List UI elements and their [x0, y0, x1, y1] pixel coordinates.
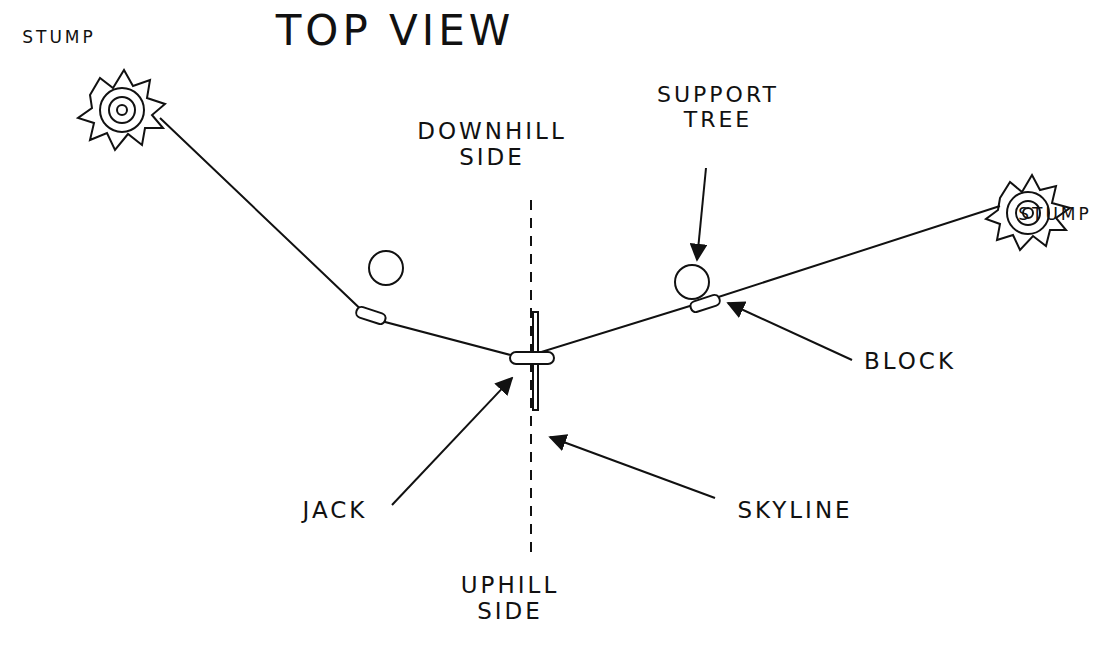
part-label: JACK — [280, 497, 390, 523]
view-title: TOP VIEW — [276, 6, 515, 55]
leader-line — [392, 378, 512, 505]
part-label: BLOCK — [850, 348, 970, 374]
guyline — [160, 118, 1000, 358]
side-label: UPHILL SIDE — [438, 572, 583, 625]
part-label: SKYLINE — [720, 497, 870, 523]
stump-label: STUMP — [4, 28, 114, 48]
side-label: DOWNHILL SIDE — [405, 118, 580, 171]
leader-line — [697, 168, 706, 260]
support-tree — [369, 251, 403, 285]
leader-line — [728, 303, 852, 360]
stump-label: STUMP — [1010, 205, 1100, 225]
part-label: SUPPORT TREE — [643, 82, 793, 133]
block — [689, 294, 721, 314]
slope-line — [530, 200, 532, 560]
stump — [78, 70, 165, 150]
support-tree — [675, 265, 709, 299]
block — [355, 306, 387, 326]
jack — [510, 352, 554, 364]
leader-line — [550, 437, 715, 498]
